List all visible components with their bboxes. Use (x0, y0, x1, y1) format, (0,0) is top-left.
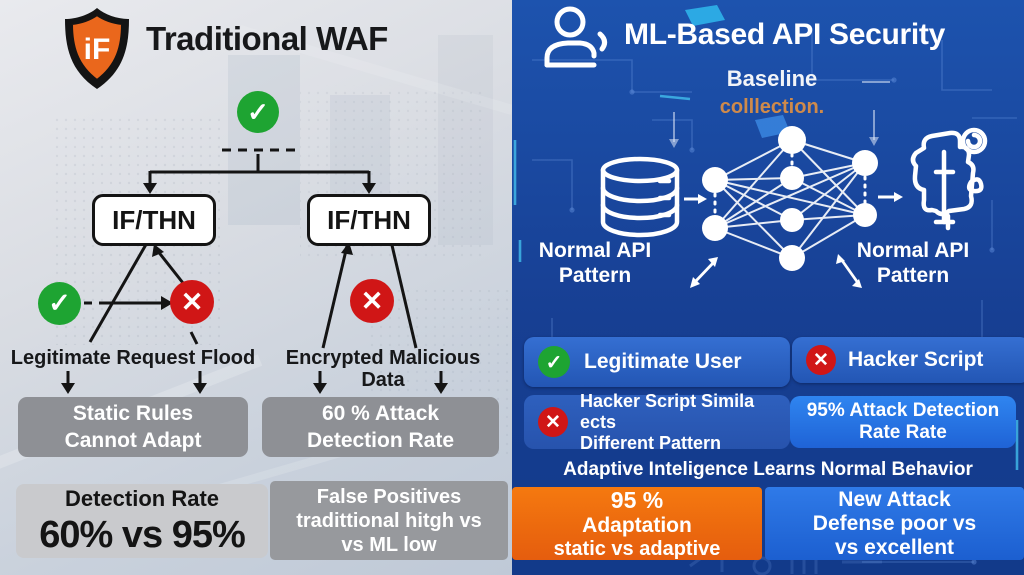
check-icon: ✓ (38, 282, 81, 325)
collection-label: colllection. (719, 96, 825, 118)
ml-diagram (600, 81, 988, 288)
rule-box-right: IF/THN (307, 194, 431, 246)
pattern-label-right: Normal API Pattern (856, 239, 970, 287)
cross-icon: ✕ (350, 279, 394, 323)
badge-attack-detection: 95% Attack Detection Rate Rate (790, 396, 1016, 448)
cross-icon: ✕ (538, 407, 568, 437)
cross-icon: ✕ (170, 280, 214, 324)
result-box-detection: 60 % Attack Detection Rate (262, 397, 499, 457)
right-panel-title: ML-Based API Security (624, 18, 946, 51)
traditional-waf-panel: iF Traditional WAF ✓ ✓ ✕ ✕ IF/THN IF/THN… (0, 0, 512, 575)
person-icon (544, 6, 608, 68)
tool-icon (910, 127, 988, 231)
cross-icon: ✕ (806, 345, 836, 375)
stat-false-positives: False Positives tradittional hitgh vs vs… (270, 481, 508, 560)
ml-api-security-panel: ML-Based API Security Baseline colllecti… (512, 0, 1024, 575)
neural-network-icon (702, 126, 878, 271)
pattern-label-left: Normal API Pattern (538, 239, 652, 287)
baseline-label: Baseline (726, 66, 818, 91)
check-icon: ✓ (538, 346, 570, 378)
adaptive-heading: Adaptive Inteligence Learns Normal Behav… (563, 459, 973, 480)
left-panel-title: Traditional WAF (146, 20, 388, 57)
stat-adaptation: 95 % Adaptation static vs adaptive (512, 487, 762, 560)
shield-label: iF (84, 33, 111, 66)
branch-label-left: Legitimate Request Flood (10, 347, 256, 369)
stat-detection-rate: Detection Rate 60% vs 95% (16, 484, 268, 558)
check-icon: ✓ (237, 91, 279, 133)
badge-hacker-script: ✕ Hacker Script (792, 337, 1024, 383)
stat-new-attack-defense: New Attack Defense poor vs vs excellent (765, 487, 1024, 560)
branch-label-right: Encrypted Malicious Data (285, 347, 481, 391)
result-box-static-rules: Static Rules Cannot Adapt (18, 397, 248, 457)
database-icon (600, 156, 680, 238)
badge-hacker-pattern: ✕ Hacker Script Simila ects Different Pa… (524, 391, 790, 453)
shield-if-icon: iF (65, 8, 129, 89)
rule-box-left: IF/THN (92, 194, 216, 246)
badge-legitimate-user: ✓ Legitimate User (524, 337, 790, 387)
